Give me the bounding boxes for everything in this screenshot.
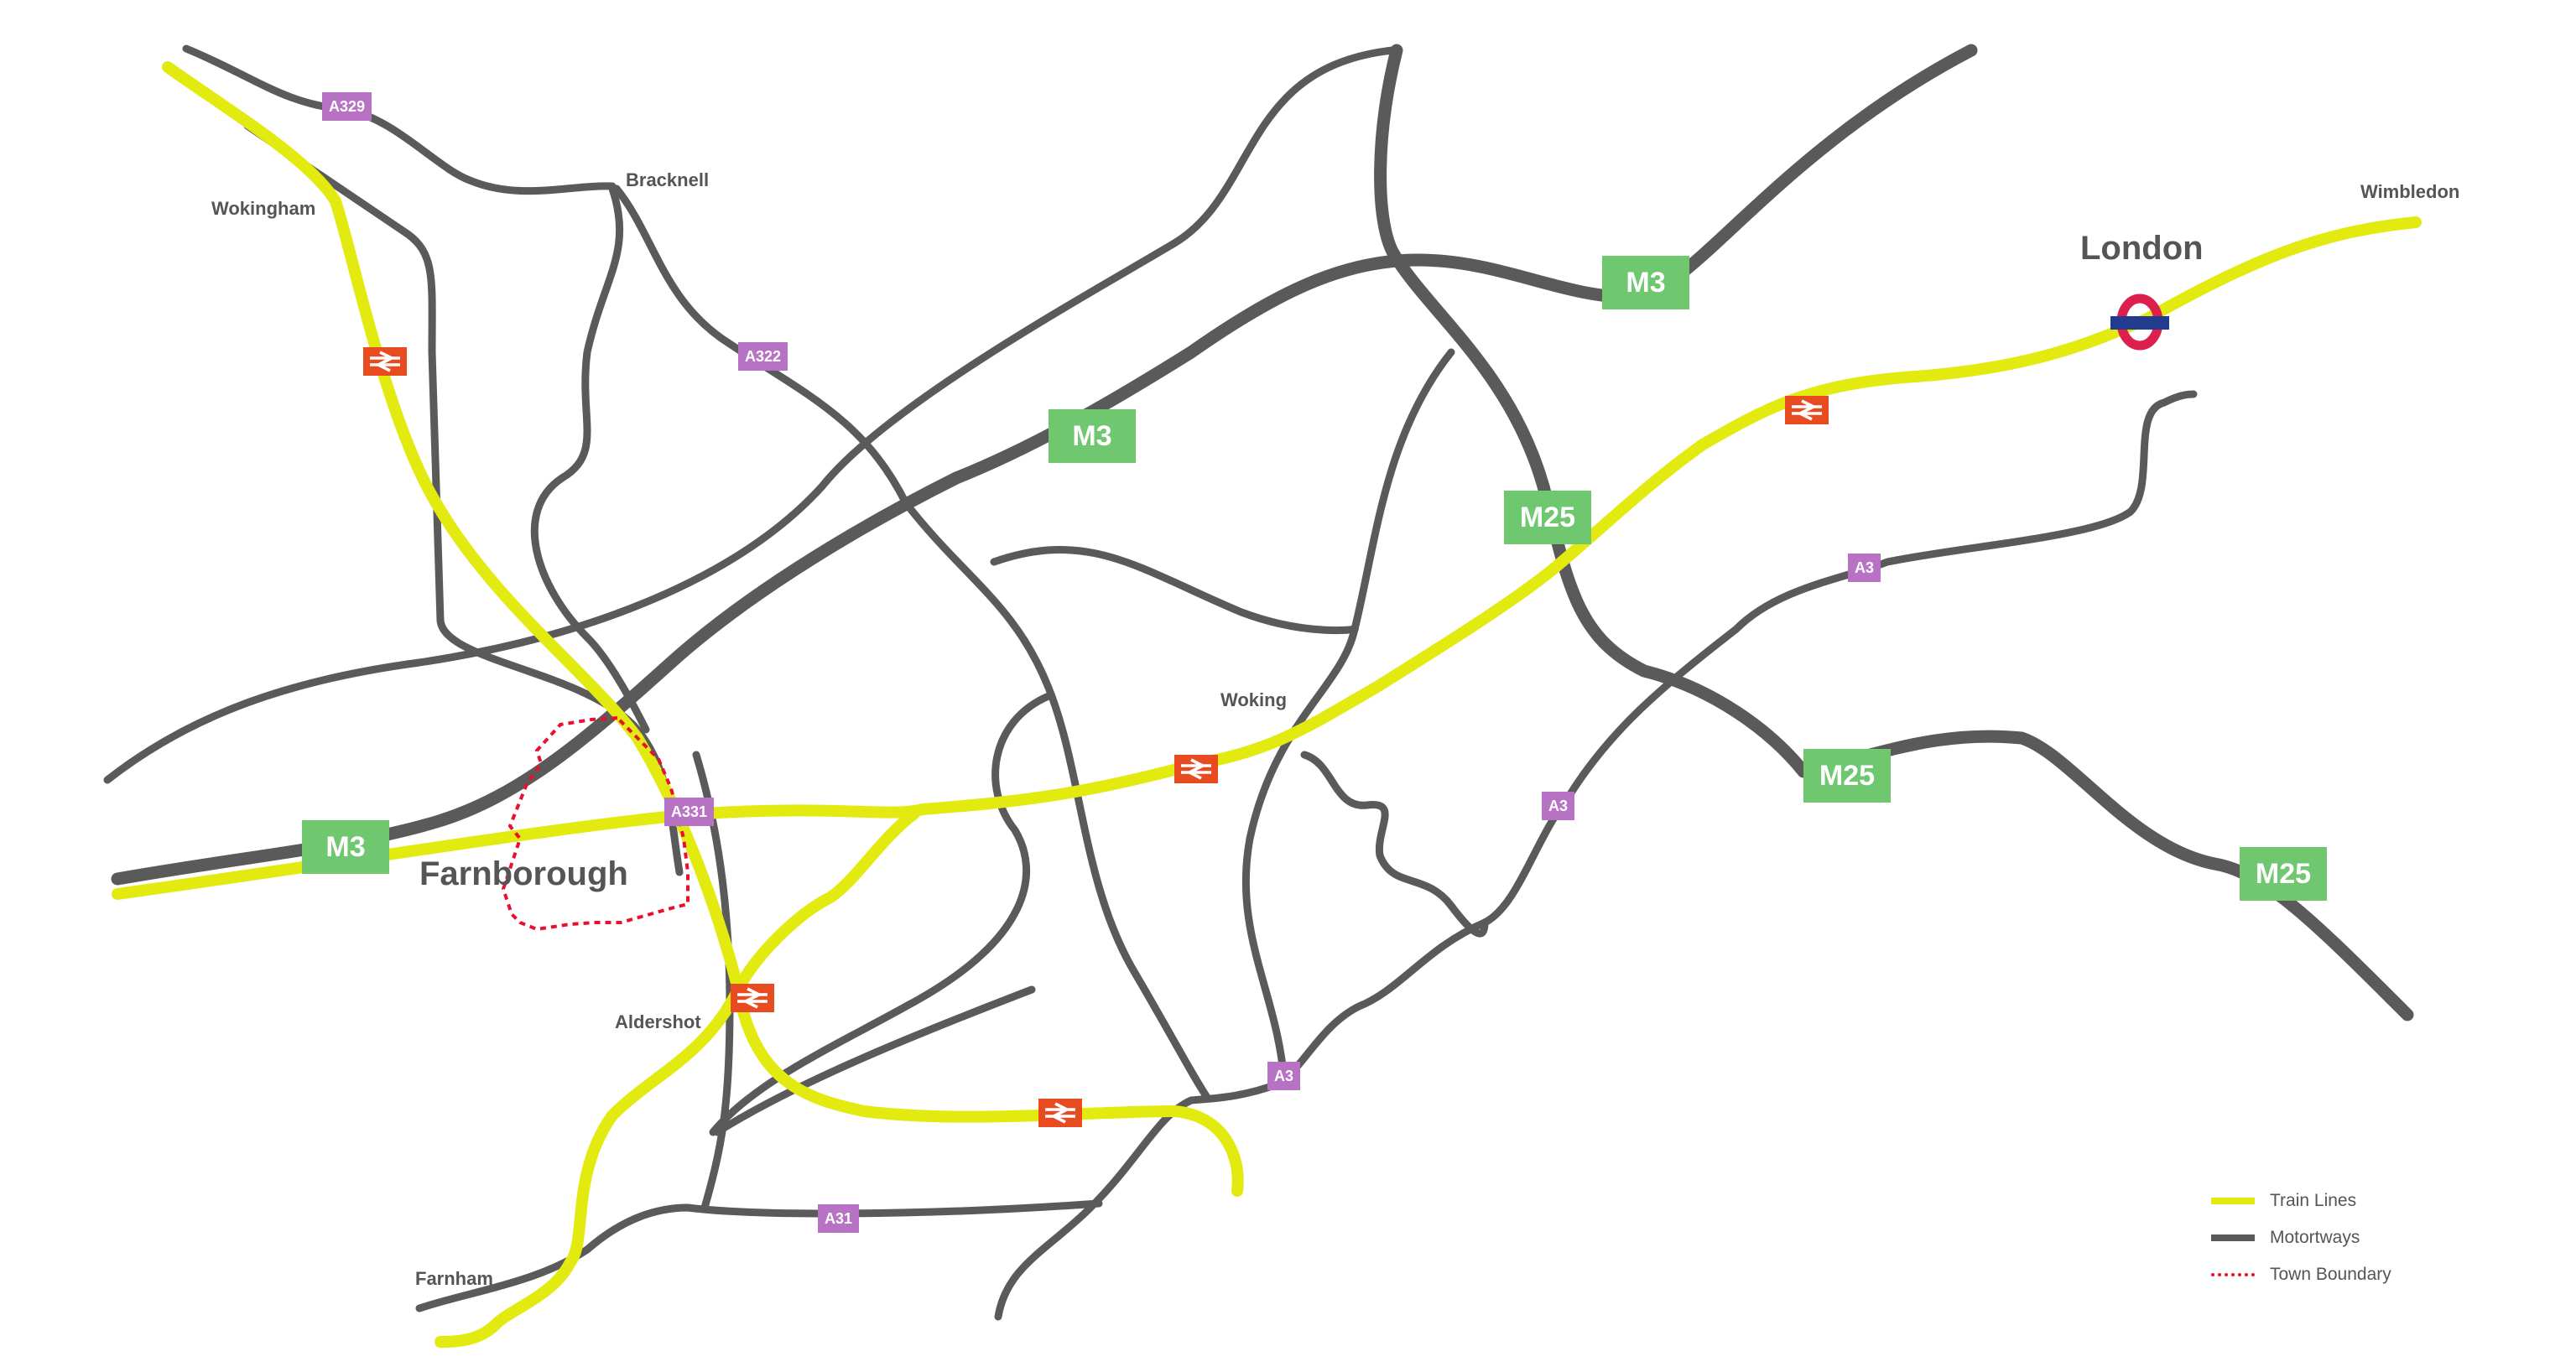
- road-wokingham-south: [243, 122, 684, 876]
- road-shield-a3-south: A3: [1267, 1062, 1301, 1090]
- place-label-bracknell: Bracknell: [626, 169, 710, 190]
- london-underground-icon: [2110, 292, 2169, 352]
- legend-label: Town Boundary: [2270, 1265, 2391, 1284]
- rail-station-icon-woking: [1174, 755, 1218, 783]
- road-a329: [182, 44, 617, 195]
- place-label-aldershot: Aldershot: [615, 1011, 701, 1032]
- rail-station-icon-east: [1785, 396, 1829, 424]
- place-label-wimbledon: Wimbledon: [2360, 181, 2460, 202]
- motorway-shield-m3-centre: M3: [1049, 409, 1136, 463]
- road-shield-a3-north: A3: [1848, 554, 1881, 582]
- rail-aldershot-branch: [435, 808, 920, 1348]
- road-a31: [415, 1199, 1103, 1312]
- motorway-shield-m25-centre: M25: [1803, 749, 1891, 803]
- legend-item-motorways: Motortways: [2211, 1219, 2391, 1256]
- motorway-shield-m3-north: M3: [1602, 256, 1689, 309]
- road-shield-a31: A31: [818, 1204, 860, 1233]
- rail-station-icon-wokingham: [363, 347, 407, 376]
- road-shield-a3-mid: A3: [1542, 792, 1575, 820]
- place-label-farnham: Farnham: [415, 1268, 493, 1289]
- road-a3-south: [994, 918, 1489, 1321]
- rail-station-icon-aldershot: [731, 984, 774, 1012]
- legend-label: Motortways: [2270, 1228, 2360, 1247]
- road-a322: [612, 185, 1212, 1103]
- road-centre-arc: [990, 545, 1359, 635]
- road-a3-north: [1481, 390, 2198, 927]
- motorway-m25: [1374, 44, 2414, 1021]
- place-label-woking: Woking: [1220, 689, 1288, 710]
- legend-swatch-town-boundary: [2211, 1273, 2255, 1276]
- legend-item-town-boundary: Town Boundary: [2211, 1256, 2391, 1293]
- road-aldershot-east: [713, 985, 1036, 1136]
- legend-label: Train Lines: [2270, 1191, 2357, 1210]
- road-woking-north: [1350, 348, 1455, 633]
- road-shield-a329: A329: [322, 92, 372, 121]
- place-label-london: London: [2080, 230, 2204, 267]
- rail-m3-corridor: [112, 216, 2422, 900]
- road-woking-south: [1241, 625, 1359, 1078]
- road-loop-left: [709, 692, 1053, 1136]
- rail-station-icon-south: [1038, 1099, 1082, 1127]
- road-west-long: [103, 46, 1397, 784]
- motorway-m3: [111, 44, 1978, 886]
- place-label-wokingham: Wokingham: [211, 198, 316, 219]
- motorway-shield-m25-south: M25: [2240, 847, 2327, 901]
- map-legend: Train Lines Motortways Town Boundary: [2211, 1182, 2391, 1293]
- motorway-shield-m25-north: M25: [1504, 491, 1591, 544]
- road-shield-a331: A331: [664, 798, 715, 826]
- road-shield-a322: A322: [738, 342, 788, 371]
- legend-item-train-lines: Train Lines: [2211, 1182, 2391, 1219]
- road-bracknell-south: [530, 185, 650, 734]
- legend-swatch-train-lines: [2211, 1198, 2255, 1204]
- motorway-shield-m3-west: M3: [302, 820, 389, 874]
- road-woking-east: [1300, 751, 1489, 938]
- place-label-farnborough: Farnborough: [419, 855, 628, 892]
- legend-swatch-motorways: [2211, 1234, 2255, 1241]
- roads: [103, 44, 2198, 1321]
